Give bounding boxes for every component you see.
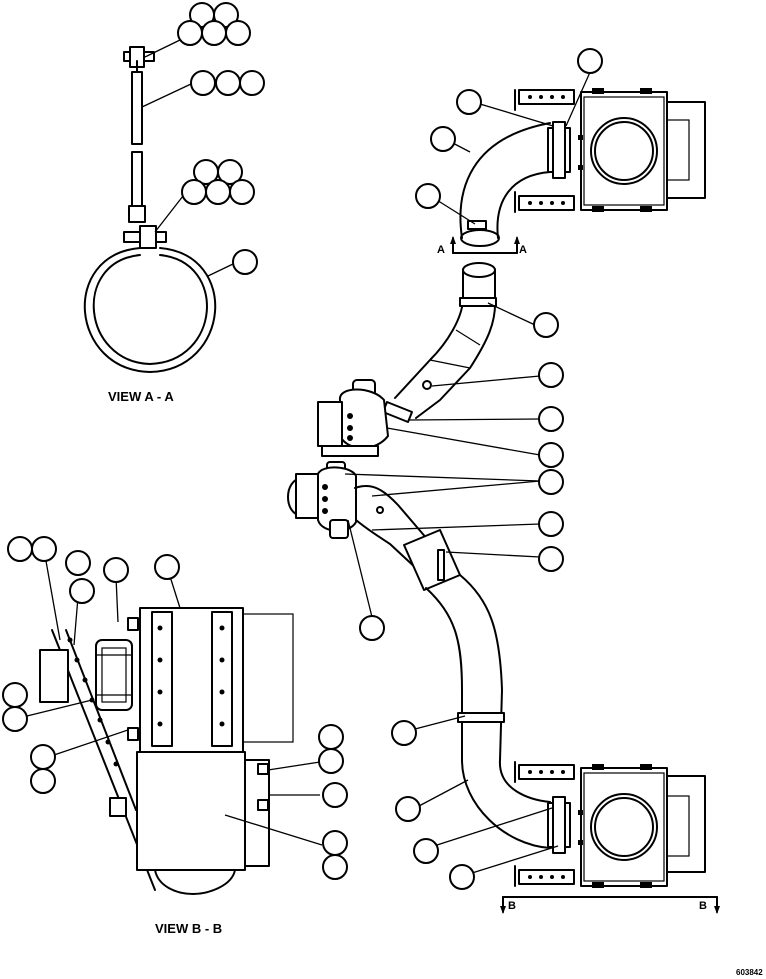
- callout-balloon: [322, 782, 348, 808]
- callout-balloon: [239, 70, 265, 96]
- callout-balloon: [413, 838, 439, 864]
- callout-balloon: [65, 550, 91, 576]
- callout-balloon: [2, 706, 28, 732]
- callout-balloon: [215, 70, 241, 96]
- upper-elbow-assembly: [450, 88, 706, 254]
- section-b-right-label: B: [699, 900, 707, 912]
- callout-balloon: [538, 469, 564, 495]
- callout-balloon: [318, 724, 344, 750]
- callout-balloon: [415, 183, 441, 209]
- callout-balloon: [395, 796, 421, 822]
- callout-balloon: [229, 179, 255, 205]
- callout-balloon: [154, 554, 180, 580]
- callout-balloon: [181, 179, 207, 205]
- view-aa-label: VIEW A - A: [108, 389, 174, 404]
- callout-balloon: [538, 546, 564, 572]
- section-a-left-label: A: [437, 244, 445, 256]
- callout-balloon: [205, 179, 231, 205]
- section-a-right-label: A: [519, 244, 527, 256]
- callout-balloon: [533, 312, 559, 338]
- callout-balloon: [538, 442, 564, 468]
- section-b-left-label: B: [508, 900, 516, 912]
- callout-balloon: [217, 159, 243, 185]
- view-bb-assembly: [39, 607, 294, 895]
- callout-balloon: [69, 578, 95, 604]
- callout-balloon: [322, 854, 348, 880]
- callout-balloon: [30, 768, 56, 794]
- callout-balloon: [538, 406, 564, 432]
- drawing-number: 603842: [736, 968, 763, 977]
- callout-balloon: [318, 748, 344, 774]
- callout-balloon: [538, 362, 564, 388]
- upper-pipe-and-turbo: [317, 262, 497, 457]
- callout-balloon: [232, 249, 258, 275]
- callout-balloon: [190, 70, 216, 96]
- callout-balloon: [213, 2, 239, 28]
- view-bb-label: VIEW B - B: [155, 921, 222, 936]
- view-aa-clamp-assembly: [83, 46, 217, 373]
- callout-balloon: [225, 20, 251, 46]
- callout-balloon: [322, 830, 348, 856]
- callout-balloon: [430, 126, 456, 152]
- callout-balloon: [577, 48, 603, 74]
- callout-balloon: [30, 744, 56, 770]
- callout-balloon: [456, 89, 482, 115]
- lower-pipe-and-turbo: [287, 461, 720, 914]
- callout-balloon: [538, 511, 564, 537]
- callout-balloon: [201, 20, 227, 46]
- callout-balloon: [2, 682, 28, 708]
- leader-lines: [26, 39, 592, 874]
- callout-balloon: [449, 864, 475, 890]
- callout-balloon: [103, 557, 129, 583]
- callout-balloon: [359, 615, 385, 641]
- callout-balloons: [2, 2, 603, 890]
- callout-balloon: [7, 536, 33, 562]
- callout-balloon: [31, 536, 57, 562]
- callout-balloon: [177, 20, 203, 46]
- callout-balloon: [391, 720, 417, 746]
